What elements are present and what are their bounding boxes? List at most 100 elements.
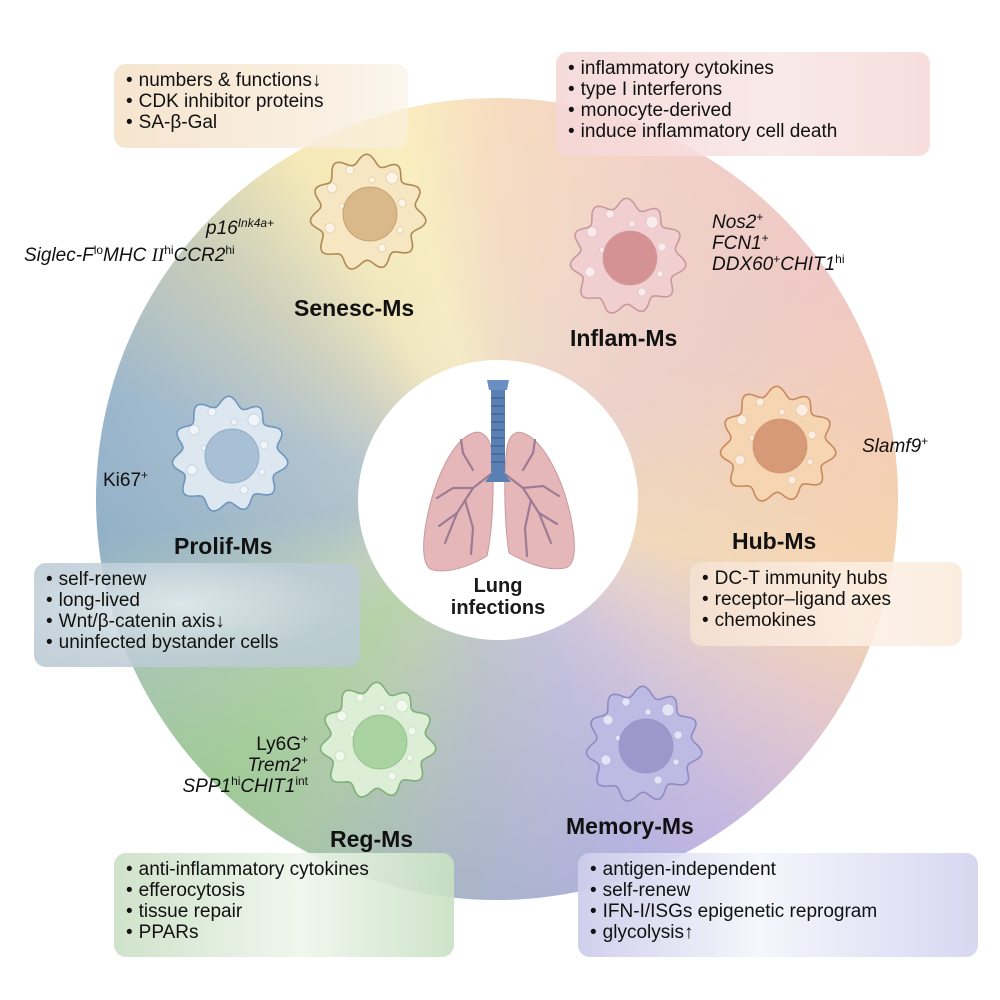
vacuole — [653, 775, 663, 785]
vacuole — [387, 771, 397, 781]
senesc-feature: CDK inhibitor proteins — [126, 91, 396, 112]
vacuole — [207, 407, 217, 417]
inflam-label: Inflam-Ms — [570, 325, 678, 351]
vacuole — [661, 703, 675, 717]
senesc-cell-icon — [309, 153, 427, 271]
vacuole — [657, 242, 667, 252]
vacuole — [656, 270, 664, 278]
vacuole — [637, 287, 647, 297]
vacuole — [673, 730, 683, 740]
vacuole — [396, 226, 404, 234]
vacuole — [336, 710, 348, 722]
vacuole — [736, 414, 748, 426]
senesc-features-box: numbers & functions↓ CDK inhibitor prote… — [114, 64, 408, 148]
larynx — [487, 380, 509, 390]
vacuole — [806, 458, 814, 466]
vacuole — [600, 754, 612, 766]
vacuole — [230, 418, 238, 426]
vacuole — [247, 413, 261, 427]
vacuole — [395, 699, 409, 713]
vacuole — [259, 440, 269, 450]
reg-cell-icon — [319, 681, 437, 799]
lungs-icon — [423, 380, 575, 572]
prolif-feature: Wnt/β-catenin axis↓ — [46, 611, 348, 632]
vacuole — [778, 408, 786, 416]
reg-feature: tissue repair — [126, 901, 442, 922]
hub-features-box: DC-T immunity hubs receptor–ligand axes … — [690, 562, 962, 646]
memory-feature: glycolysis↑ — [590, 922, 966, 943]
prolif-label: Prolif-Ms — [174, 533, 273, 559]
inflam-feature: induce inflammatory cell death — [568, 121, 918, 142]
vacuole — [645, 215, 659, 229]
memory-feature: self-renew — [590, 880, 966, 901]
hub-feature: DC-T immunity hubs — [702, 568, 950, 589]
senesc-feature: SA-β-Gal — [126, 112, 396, 133]
prolif-feature: long-lived — [46, 590, 348, 611]
vacuole — [602, 714, 614, 726]
senesc-marker-p16: p16Ink4a+ — [206, 216, 275, 239]
carina — [485, 474, 511, 482]
vacuole — [378, 704, 386, 712]
memory-label: Memory-Ms — [566, 813, 694, 839]
vacuole — [605, 209, 615, 219]
center-label: Lung infections — [398, 575, 598, 619]
memory-cell-icon — [585, 685, 703, 803]
reg-feature: PPARs — [126, 922, 442, 943]
vacuole — [326, 182, 338, 194]
vacuole — [787, 475, 797, 485]
inflam-feature: type I interferons — [568, 79, 918, 100]
vacuole — [628, 220, 636, 228]
memory-feature: antigen-independent — [590, 859, 966, 880]
reg-markers: Ly6G+ Trem2+ SPP1hiCHIT1int — [182, 732, 308, 797]
inflam-features-box: inflammatory cytokines type I interferon… — [556, 52, 930, 156]
vacuole — [644, 708, 652, 716]
vacuole — [407, 726, 417, 736]
nucleus — [602, 230, 658, 286]
vacuole — [734, 454, 746, 466]
vacuole — [807, 430, 817, 440]
vacuole — [584, 266, 596, 278]
nucleus — [342, 186, 398, 242]
vacuole — [239, 485, 249, 495]
inflam-markers: Nos2+ FCN1+ DDX60+CHIT1hi — [712, 210, 845, 275]
left-lung — [423, 431, 494, 572]
vacuole — [406, 754, 414, 762]
prolif-cell-icon — [171, 395, 289, 513]
inflam-feature: inflammatory cytokines — [568, 58, 918, 79]
prolif-marker: Ki67+ — [103, 468, 149, 491]
inflam-cell-icon — [569, 197, 687, 315]
hub-feature: chemokines — [702, 610, 950, 631]
vacuole — [368, 176, 376, 184]
nucleus — [204, 428, 260, 484]
vacuole — [186, 464, 198, 476]
reg-label: Reg-Ms — [330, 826, 414, 852]
memory-feature: IFN-I/ISGs epigenetic reprogram — [590, 901, 966, 922]
prolif-feature: self-renew — [46, 569, 348, 590]
vacuole — [355, 693, 365, 703]
vacuole — [377, 243, 387, 253]
nucleus — [352, 714, 408, 770]
nucleus — [752, 418, 808, 474]
prolif-features-box: self-renew long-lived Wnt/β-catenin axis… — [34, 563, 360, 667]
senesc-marker-surface: Siglec-FloMHC IIhiCCR2hi — [24, 243, 235, 266]
senesc-feature: numbers & functions↓ — [126, 70, 396, 91]
vacuole — [397, 198, 407, 208]
hub-cell-icon — [719, 385, 837, 503]
vacuole — [385, 171, 399, 185]
vacuole — [345, 165, 355, 175]
inflam-feature: monocyte-derived — [568, 100, 918, 121]
bronchial-tree — [435, 438, 561, 558]
vacuole — [258, 468, 266, 476]
vacuole — [586, 226, 598, 238]
reg-features-box: anti-inflammatory cytokines efferocytosi… — [114, 853, 454, 957]
hub-feature: receptor–ligand axes — [702, 589, 950, 610]
vacuole — [334, 750, 346, 762]
prolif-feature: uninfected bystander cells — [46, 632, 348, 653]
center-label-line2: infections — [450, 597, 546, 619]
hub-marker: Slamf9+ — [862, 434, 929, 457]
senesc-label: Senesc-Ms — [294, 295, 415, 321]
nucleus — [618, 718, 674, 774]
vacuole — [621, 697, 631, 707]
memory-features-box: antigen-independent self-renew IFN-I/ISG… — [578, 853, 978, 957]
